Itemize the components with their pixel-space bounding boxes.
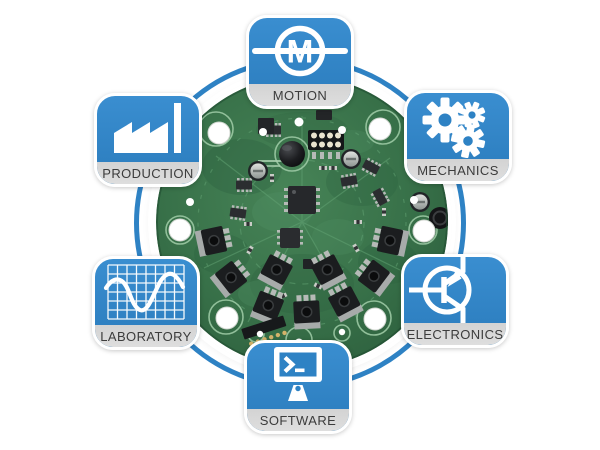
oscilloscope-wave-icon	[95, 259, 197, 325]
tile-label-motion: MOTION	[249, 84, 351, 106]
tile-mechanics[interactable]: MECHANICS	[404, 90, 512, 184]
tile-software[interactable]: SOFTWARE	[244, 340, 352, 434]
motor-letter: M	[287, 34, 314, 70]
tile-motion[interactable]: M MOTION	[246, 15, 354, 109]
tile-laboratory[interactable]: LABORATORY	[92, 256, 200, 350]
gears-icon	[407, 93, 509, 159]
factory-icon	[97, 96, 199, 162]
tile-label-electronics: ELECTRONICS	[404, 323, 506, 345]
tile-production[interactable]: PRODUCTION	[94, 93, 202, 187]
transistor-icon	[404, 257, 506, 323]
tile-label-software: SOFTWARE	[247, 409, 349, 431]
tile-label-production: PRODUCTION	[97, 162, 199, 184]
terminal-monitor-icon	[247, 343, 349, 409]
motor-icon: M	[249, 18, 351, 84]
tile-label-laboratory: LABORATORY	[95, 325, 197, 347]
tile-label-mechanics: MECHANICS	[407, 159, 509, 181]
tile-electronics[interactable]: ELECTRONICS	[401, 254, 509, 348]
